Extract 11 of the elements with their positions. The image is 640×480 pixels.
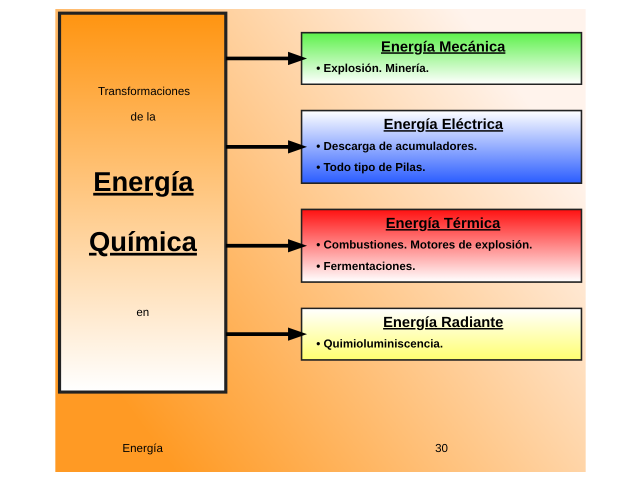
- node-box: Energía Radiante • Quimioluminiscencia.: [300, 307, 582, 360]
- label: Energía: [122, 442, 162, 454]
- arrow: [225, 327, 307, 340]
- arrow: [225, 238, 307, 252]
- arrow: [225, 51, 307, 65]
- node-box: Energía Térmica • Combustiones. Motores de explosión. • Fermentaciones.: [300, 208, 582, 282]
- label: 30: [434, 442, 448, 454]
- node-box: Energía Eléctrica • Descarga de acumuladores. • Todo tipo de Pilas.: [300, 109, 582, 184]
- node-box: Energía Mecánica • Explosión. Minería.: [300, 31, 582, 85]
- arrow: [225, 140, 307, 153]
- node-box: Transformaciones de la Energía Química en: [57, 11, 227, 394]
